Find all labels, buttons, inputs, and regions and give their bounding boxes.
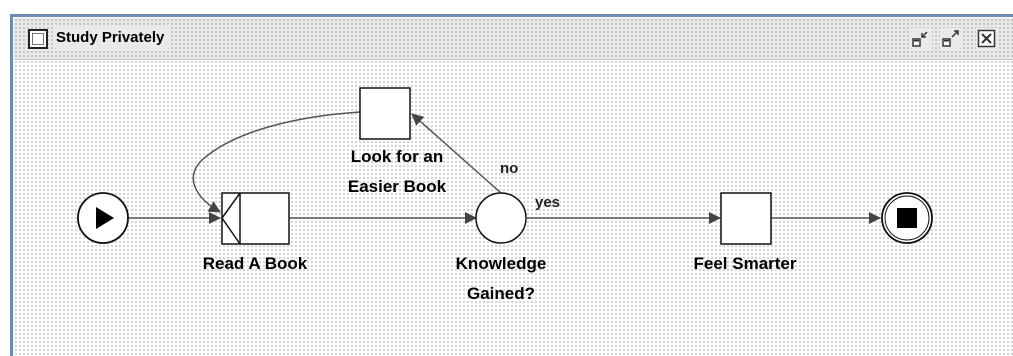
maximize-icon <box>942 30 959 47</box>
window-border-top <box>10 14 1013 17</box>
label-decision-line1: Knowledge <box>455 254 547 273</box>
task-read-a-book[interactable] <box>221 192 290 245</box>
task-look-for-easier-book[interactable] <box>359 87 411 140</box>
minimize-icon <box>912 31 928 47</box>
frame-icon <box>28 29 48 49</box>
close-button[interactable] <box>976 28 998 50</box>
window-border-left <box>10 14 13 356</box>
window-title: Study Privately <box>54 27 171 49</box>
label-knowledge-gained: Knowledge Gained? <box>416 249 586 309</box>
label-look-for-easier-book: Look for an Easier Book <box>302 142 492 202</box>
task-feel-smarter[interactable] <box>720 192 772 245</box>
maximize-button[interactable] <box>940 28 962 50</box>
edge-label-yes: yes <box>535 194 561 211</box>
diagram-canvas[interactable]: Look for an Easier Book Read A Book Know… <box>14 60 1013 356</box>
edge-label-no: no <box>500 160 519 177</box>
label-easier-line2: Easier Book <box>347 177 447 196</box>
start-event[interactable] <box>77 192 129 244</box>
label-easier-line1: Look for an <box>350 147 444 166</box>
close-icon <box>977 29 996 48</box>
end-event[interactable] <box>881 192 933 244</box>
title-bar[interactable]: Study Privately <box>14 18 1013 60</box>
label-decision-line2: Gained? <box>466 284 535 303</box>
internal-frame: Study Privately <box>14 18 1013 356</box>
edge-decision-to-easier-no[interactable] <box>411 113 502 194</box>
label-feel-smarter: Feel Smarter <box>693 254 797 273</box>
minimize-button[interactable] <box>910 28 932 50</box>
label-read-a-book: Read A Book <box>202 254 308 273</box>
decision-knowledge-gained[interactable] <box>475 192 527 244</box>
edge-easier-to-read[interactable] <box>192 111 361 213</box>
